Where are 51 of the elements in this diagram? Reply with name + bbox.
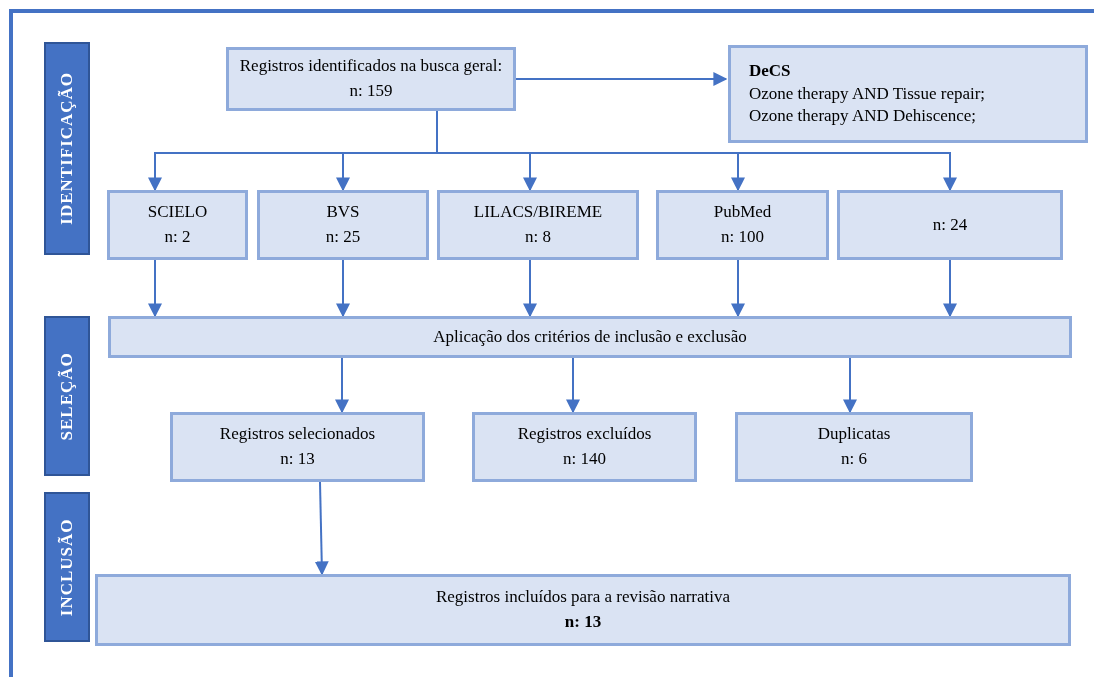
process-box: [728, 45, 1088, 143]
box-text: n: 100: [721, 226, 764, 248]
arrow: [943, 259, 957, 318]
box-text: LILACS/BIREME: [473, 201, 603, 224]
stage-label: SELEÇÃO: [55, 351, 77, 441]
arrow: [148, 259, 162, 318]
stage-band: [44, 316, 90, 476]
process-box: [226, 47, 516, 111]
process-box: [257, 190, 429, 260]
process-box: [837, 190, 1063, 260]
process-box: [95, 574, 1071, 646]
process-box: [107, 190, 248, 260]
box-text: n: 25: [325, 226, 361, 248]
process-box: [170, 412, 425, 482]
box-text: n: 2: [164, 226, 191, 248]
process-box: [656, 190, 829, 260]
box-text: Duplicatas: [817, 423, 891, 446]
arrow: [523, 259, 537, 318]
box-text: SCIELO: [147, 201, 208, 224]
box-text: n: 24: [932, 213, 968, 236]
stage-band: [44, 42, 90, 255]
arrow: [843, 357, 857, 414]
arrow: [731, 259, 745, 318]
box-text: Ozone therapy AND Tissue repair;: [749, 82, 986, 105]
stage-label: INCLUSÃO: [55, 518, 77, 616]
arrow: [314, 481, 329, 576]
box-text: Ozone therapy AND Dehiscence;: [749, 105, 977, 128]
process-box: [437, 190, 639, 260]
process-box: [108, 316, 1072, 358]
box-text: Registros selecionados: [219, 423, 376, 446]
process-box: [472, 412, 697, 482]
arrow: [566, 357, 580, 414]
box-text: n: 13: [280, 448, 315, 470]
box-text: Aplicação dos critérios de inclusão e exclusão: [433, 325, 747, 348]
stage-band: [44, 492, 90, 642]
arrow: [335, 357, 349, 414]
stage-label: IDENTIFICAÇÃO: [55, 72, 77, 225]
box-text: PubMed: [713, 201, 772, 224]
box-text: Registros incluídos para a revisão narrativa: [435, 586, 731, 609]
box-text: n: 159: [349, 80, 393, 102]
box-heading: DeCS: [749, 59, 791, 82]
box-text: n: 140: [563, 448, 606, 470]
box-text: n: 8: [525, 226, 551, 248]
arrow: [515, 72, 728, 86]
box-text: BVS: [326, 201, 360, 224]
arrow: [336, 259, 350, 318]
box-text: n: 6: [841, 448, 867, 470]
process-box: [735, 412, 973, 482]
box-text: Registros identificados na busca geral:: [239, 55, 503, 78]
box-text: Registros excluídos: [517, 423, 652, 446]
box-text: n: 13: [564, 611, 602, 633]
